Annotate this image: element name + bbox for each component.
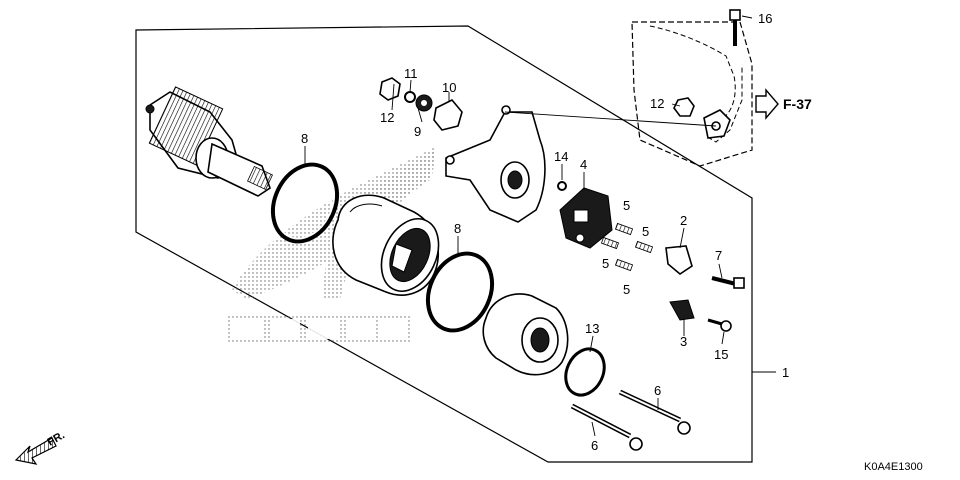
screw-15 bbox=[707, 318, 732, 332]
o-ring-13 bbox=[564, 347, 606, 397]
callout-11: 11 bbox=[404, 66, 418, 81]
bushing-10 bbox=[433, 99, 463, 131]
screw-7 bbox=[711, 276, 745, 289]
callout-6b: 6 bbox=[591, 438, 598, 453]
long-bolt-upper bbox=[618, 389, 691, 435]
callout-8a: 8 bbox=[301, 131, 308, 146]
callout-5c: 5 bbox=[602, 256, 609, 271]
callout-9: 9 bbox=[414, 124, 421, 139]
callout-13: 13 bbox=[585, 321, 599, 336]
brush-springs bbox=[600, 222, 654, 272]
front-label: FR. bbox=[46, 429, 67, 448]
armature bbox=[145, 86, 273, 197]
honda-watermark bbox=[226, 146, 436, 343]
nut-12-right bbox=[673, 97, 695, 117]
callout-1: 1 bbox=[782, 365, 789, 380]
callout-4: 4 bbox=[580, 157, 587, 172]
drawing-code: K0A4E1300 bbox=[864, 461, 923, 473]
callout-12b: 12 bbox=[650, 96, 664, 111]
callout-5b: 5 bbox=[642, 224, 649, 239]
leader-lines bbox=[304, 15, 776, 437]
long-bolt-lower bbox=[570, 403, 643, 451]
washer-11 bbox=[404, 91, 416, 103]
callout-5a: 5 bbox=[623, 198, 630, 213]
callout-2: 2 bbox=[680, 213, 687, 228]
callout-6a: 6 bbox=[654, 383, 661, 398]
front-arrow bbox=[14, 437, 57, 465]
callout-5d: 5 bbox=[623, 282, 630, 297]
callout-8b: 8 bbox=[454, 221, 461, 236]
brush-holder bbox=[559, 187, 613, 249]
ref-page-label: F-37 bbox=[783, 96, 812, 112]
o-ring-8-left bbox=[270, 162, 340, 244]
callout-14: 14 bbox=[554, 149, 568, 164]
insulator-3 bbox=[669, 299, 695, 321]
callout-15: 15 bbox=[714, 347, 728, 362]
assembly-outline bbox=[135, 25, 753, 463]
nut-12-left bbox=[379, 77, 401, 101]
bolt-16 bbox=[729, 9, 741, 46]
callout-16: 16 bbox=[758, 11, 772, 26]
terminal-2 bbox=[665, 245, 693, 275]
callout-3: 3 bbox=[680, 334, 687, 349]
callout-10: 10 bbox=[442, 80, 456, 95]
bracket-group-outline bbox=[631, 21, 753, 167]
o-ring-14 bbox=[557, 181, 567, 191]
rear-cover bbox=[482, 293, 569, 376]
o-ring-8-right bbox=[425, 251, 495, 333]
front-cover bbox=[445, 105, 546, 223]
callout-12a: 12 bbox=[380, 110, 394, 125]
callout-7: 7 bbox=[715, 248, 722, 263]
mounting-bracket bbox=[649, 25, 743, 143]
ref-arrow bbox=[755, 88, 779, 120]
